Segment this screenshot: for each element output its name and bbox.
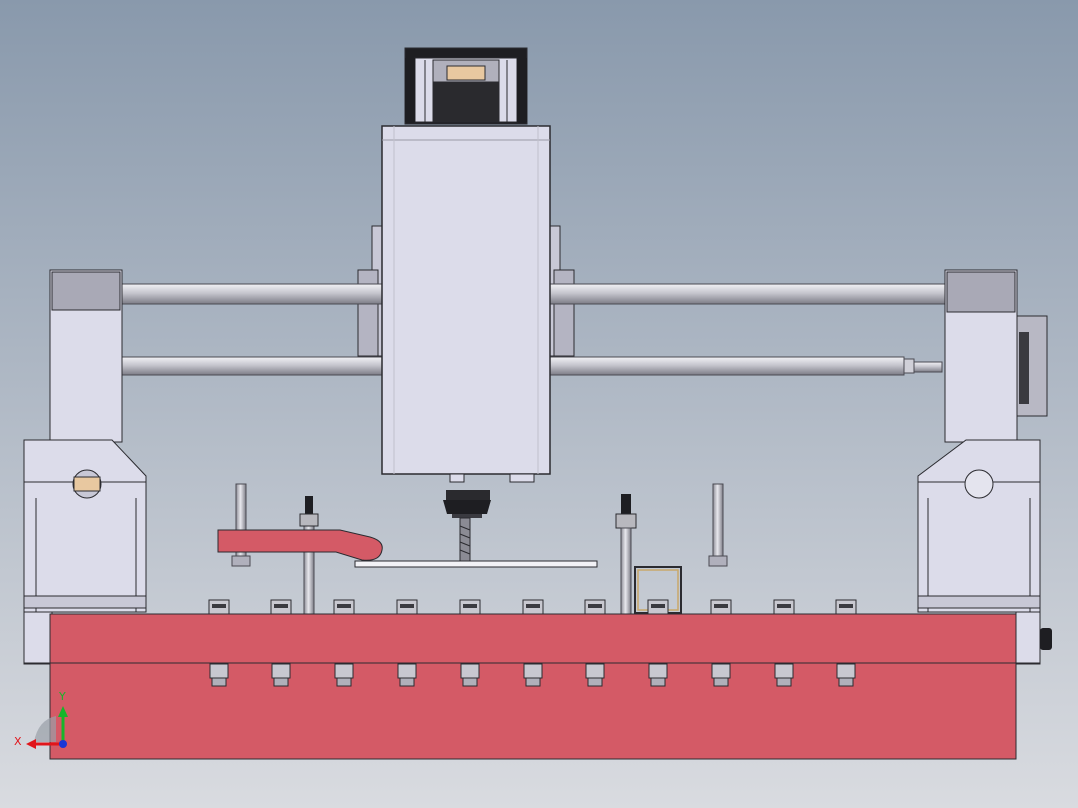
spindle-housing[interactable] (381, 125, 551, 483)
top-nut (333, 599, 355, 615)
hold-down-clamp[interactable] (217, 483, 383, 615)
lower-nut (836, 663, 856, 687)
coordinate-triad: X Y (14, 690, 68, 749)
bed-top-nuts (208, 599, 857, 615)
lower-nut (523, 663, 543, 687)
lower-nut (460, 663, 480, 687)
z-stepper-motor[interactable] (404, 47, 528, 125)
top-nut (773, 599, 795, 615)
workpiece-sheet (354, 560, 598, 568)
top-nut (459, 599, 481, 615)
bed-lower-nuts (209, 663, 856, 687)
lower-nut (648, 663, 668, 687)
top-nut (835, 599, 857, 615)
top-nut (584, 599, 606, 615)
spindle-collet (443, 490, 491, 518)
x-axis-arrow-icon (26, 739, 62, 749)
right-clamp-post (615, 483, 728, 615)
left-gantry-upright[interactable] (23, 269, 147, 665)
power-switch-icon (1040, 628, 1052, 650)
top-nut (522, 599, 544, 615)
lower-nut (774, 663, 794, 687)
motor-connector-icon (446, 65, 486, 81)
y-axis-arrow-icon (58, 706, 68, 744)
left-limit-switch-icon (73, 476, 101, 492)
lower-nut (334, 663, 354, 687)
right-gantry-upright[interactable] (917, 269, 1052, 665)
lower-nut (209, 663, 229, 687)
top-nut (396, 599, 418, 615)
lower-nut (397, 663, 417, 687)
router-bit-icon (459, 517, 471, 563)
top-nut (647, 599, 669, 615)
y-axis-label: Y (58, 690, 66, 703)
top-nut (710, 599, 732, 615)
z-axis-dot-icon (59, 740, 67, 748)
top-nut (208, 599, 230, 615)
lower-nut (271, 663, 291, 687)
top-nut (270, 599, 292, 615)
lower-nut (585, 663, 605, 687)
x-axis-label: X (14, 735, 22, 748)
lower-nut (711, 663, 731, 687)
